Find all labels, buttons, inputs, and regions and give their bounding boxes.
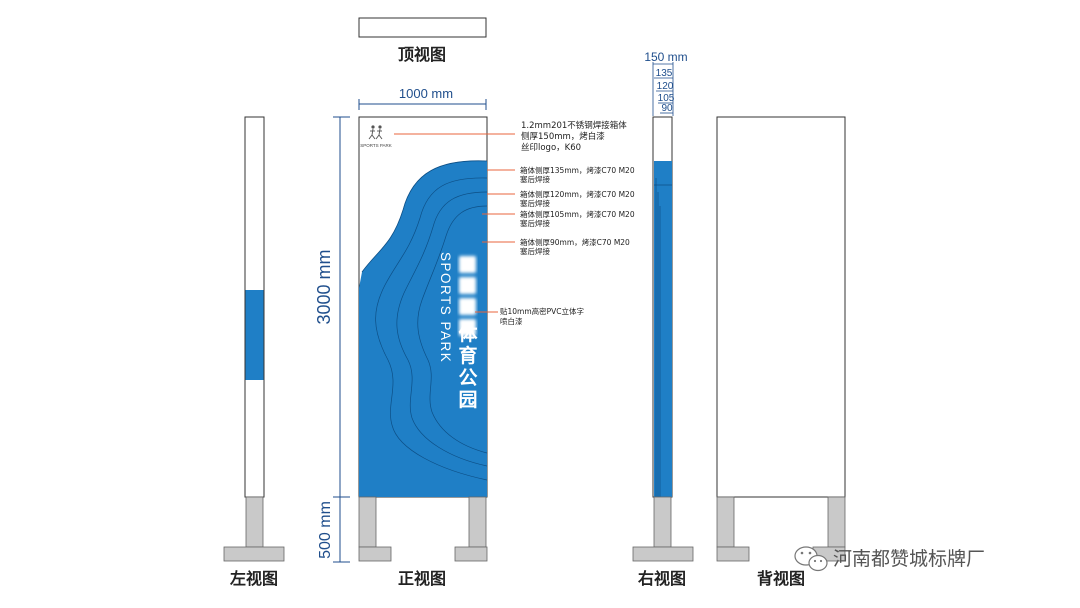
wechat-icon [794, 546, 828, 572]
width-dimension-label: 1000 mm [399, 86, 453, 101]
top-view-outline [358, 17, 487, 38]
left-view-label: 左视图 [229, 569, 278, 588]
layer-135-label: 135 [656, 68, 673, 79]
right-view-blue-layer [654, 161, 672, 497]
running-figures-icon [368, 125, 383, 140]
layer-120-label: 120 [657, 81, 674, 92]
note-box-1: 1.2mm201不锈钢焊接箱体 [521, 120, 627, 131]
logo-caption: SPORTS PARK [360, 143, 392, 148]
blue-wave-panel [359, 160, 487, 497]
note-layer2-2: 塞后焊接 [520, 198, 550, 208]
top-view: 顶视图 [358, 17, 487, 64]
left-view-base [223, 496, 285, 562]
note-pvc-1: 贴10mm高密PVC立体字 [500, 306, 584, 316]
height-dimension [333, 116, 350, 563]
width-dimension [358, 99, 487, 110]
top-view-label: 顶视图 [398, 45, 446, 64]
layer-105-label: 105 [658, 93, 675, 104]
blurred-park-name [459, 256, 476, 336]
note-layer4-1: 箱体侧厚90mm，烤漆C70 M20 [520, 237, 630, 247]
layer-90-label: 90 [661, 103, 673, 114]
note-pvc-2: 喷白漆 [500, 316, 523, 326]
note-layer3-2: 塞后焊接 [520, 218, 550, 228]
depth-dimension-label: 150 mm [644, 50, 687, 64]
right-view: 150 mm 135 120 105 90 右视图 [632, 50, 694, 588]
leader-lines [394, 133, 515, 313]
back-view: 背视图 [716, 116, 846, 588]
depth-dimension-lines [652, 62, 674, 116]
note-layer1-1: 箱体侧厚135mm，烤漆C70 M20 [520, 165, 635, 175]
right-view-layer-lines [654, 178, 672, 497]
left-view: 左视图 [223, 116, 285, 588]
right-view-label: 右视图 [638, 569, 686, 588]
front-view-legs [358, 496, 488, 562]
back-view-body [716, 116, 846, 498]
note-box-2: 侧厚150mm，烤白漆 [521, 131, 605, 142]
front-view-label: 正视图 [398, 569, 446, 588]
height-base-label: 500 mm [317, 501, 334, 559]
left-view-blue-band [245, 290, 264, 380]
note-layer3-1: 箱体侧厚105mm，烤漆C70 M20 [520, 209, 635, 219]
sign-title-cn: 体育公园 [458, 322, 478, 411]
annotation-notes: 1.2mm201不锈钢焊接箱体 侧厚150mm，烤白漆 丝印logo，K60 箱… [500, 120, 635, 326]
sports-park-logo: SPORTS PARK [360, 125, 392, 148]
note-box-3: 丝印logo，K60 [521, 142, 581, 153]
watermark: 河南都赞城标牌厂 [794, 546, 985, 572]
sign-title-cn-text: 体育公园 [458, 322, 478, 411]
note-layer4-2: 塞后焊接 [520, 246, 550, 256]
note-layer2-1: 箱体侧厚120mm，烤漆C70 M20 [520, 189, 635, 199]
right-view-base [632, 496, 694, 562]
blue-wave-panel-edge [361, 160, 487, 273]
back-view-label: 背视图 [757, 569, 805, 588]
height-main-label: 3000 mm [314, 249, 334, 324]
back-view-legs [716, 496, 846, 562]
note-layer1-2: 塞后焊接 [520, 174, 550, 184]
watermark-text: 河南都赞城标牌厂 [833, 548, 985, 570]
sign-title-en: SPORTS PARK [438, 252, 453, 363]
contour-lines [375, 177, 487, 481]
front-view: SPORTS PARK 体育公园 SPORTS PARK 正视图 [358, 116, 488, 588]
